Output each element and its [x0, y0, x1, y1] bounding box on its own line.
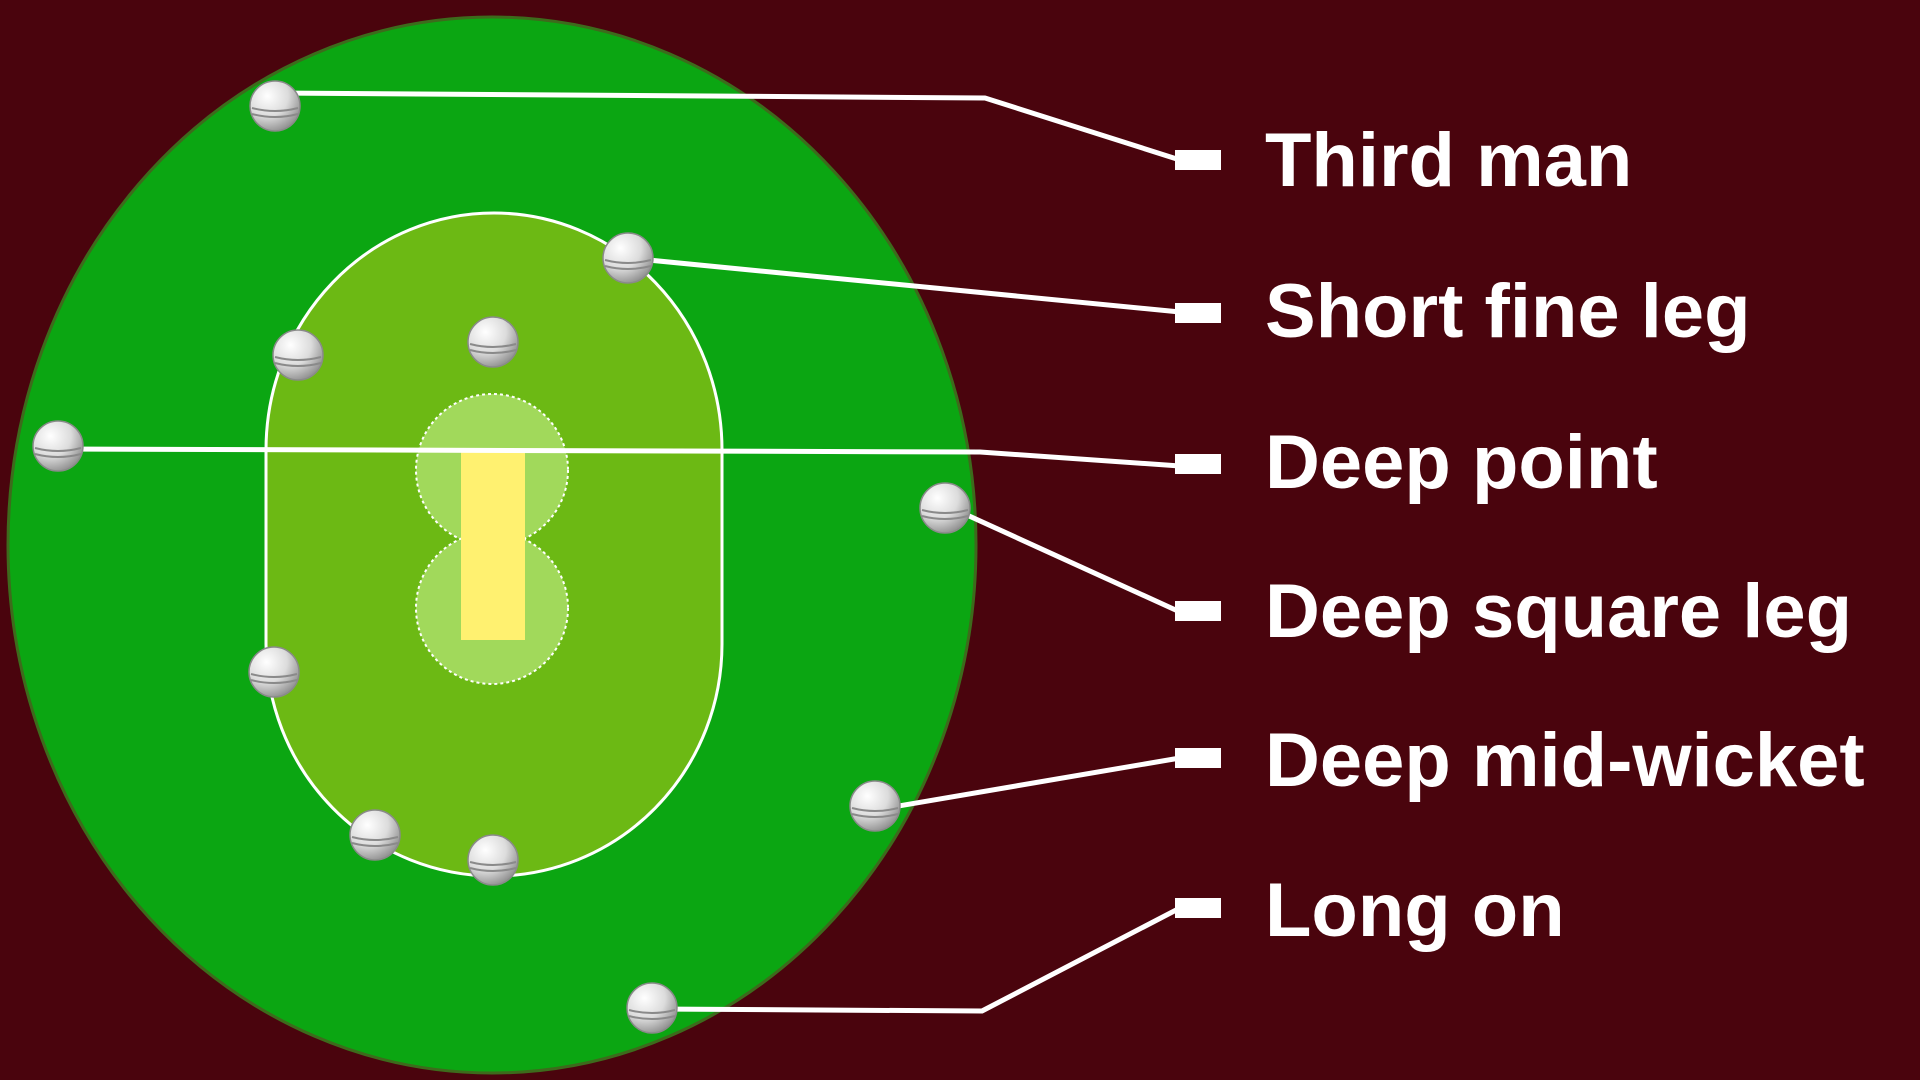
- cricket-ball-icon: [467, 316, 519, 368]
- cricket-ball-icon: [467, 834, 519, 886]
- leader-line-deep-square-leg: [943, 502, 1182, 615]
- cricket-ball-icon: [626, 982, 678, 1034]
- fielders: [32, 80, 971, 1034]
- cricket-ball-icon: [32, 420, 84, 472]
- leader-line-third-man: [274, 90, 1181, 163]
- cricket-ball-icon: [248, 646, 300, 698]
- pitch: [461, 452, 525, 640]
- label-marker-deep-point: [1175, 454, 1221, 474]
- label-markers: [1175, 150, 1221, 918]
- cricket-ball-icon: [249, 80, 301, 132]
- label-marker-third-man: [1175, 150, 1221, 170]
- label-marker-long-on: [1175, 898, 1221, 918]
- label-deep-square-leg: Deep square leg: [1265, 569, 1852, 654]
- label-deep-mid-wicket: Deep mid-wicket: [1265, 718, 1865, 803]
- cricket-ball-icon: [272, 329, 324, 381]
- label-third-man: Third man: [1265, 118, 1632, 203]
- leader-line-deep-point: [57, 446, 1181, 469]
- label-short-fine-leg: Short fine leg: [1265, 269, 1751, 354]
- cricket-ball-icon: [919, 482, 971, 534]
- cricket-ball-icon: [349, 809, 401, 861]
- position-labels: Third man Short fine leg Deep point Deep…: [1265, 118, 1865, 953]
- label-deep-point: Deep point: [1265, 420, 1658, 505]
- label-marker-deep-mid-wicket: [1175, 748, 1221, 768]
- label-marker-short-fine-leg: [1175, 303, 1221, 323]
- label-long-on: Long on: [1265, 868, 1565, 953]
- leader-line-long-on: [652, 905, 1182, 1014]
- leader-line-deep-mid-wicket: [874, 755, 1181, 813]
- leader-line-short-fine-leg: [627, 255, 1181, 315]
- label-marker-deep-square-leg: [1175, 601, 1221, 621]
- cricket-ball-icon: [602, 232, 654, 284]
- cricket-ball-icon: [849, 780, 901, 832]
- leader-lines: [57, 90, 1182, 1014]
